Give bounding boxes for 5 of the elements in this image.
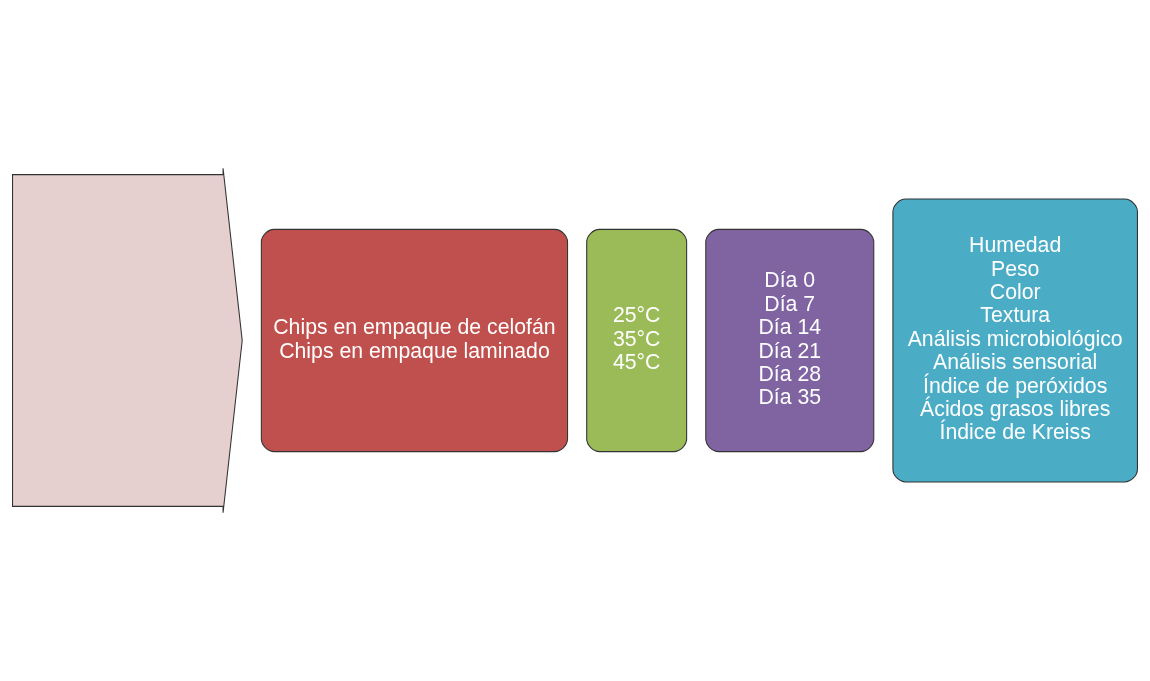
node-box: Chips en empaque de celofán Chips en empaque laminado xyxy=(260,228,569,453)
node-box: Día 0 Día 7 Día 14 Día 21 Día 28 Día 35 xyxy=(705,228,875,453)
node-arrow xyxy=(12,167,243,514)
node-box: 25°C 35°C 45°C xyxy=(586,228,688,453)
node-box: Humedad Peso Color Textura Análisis microbiológico Análisis sensorial Índice de peróxidos Ácidos grasos libres Índice de Kreiss xyxy=(892,198,1138,483)
